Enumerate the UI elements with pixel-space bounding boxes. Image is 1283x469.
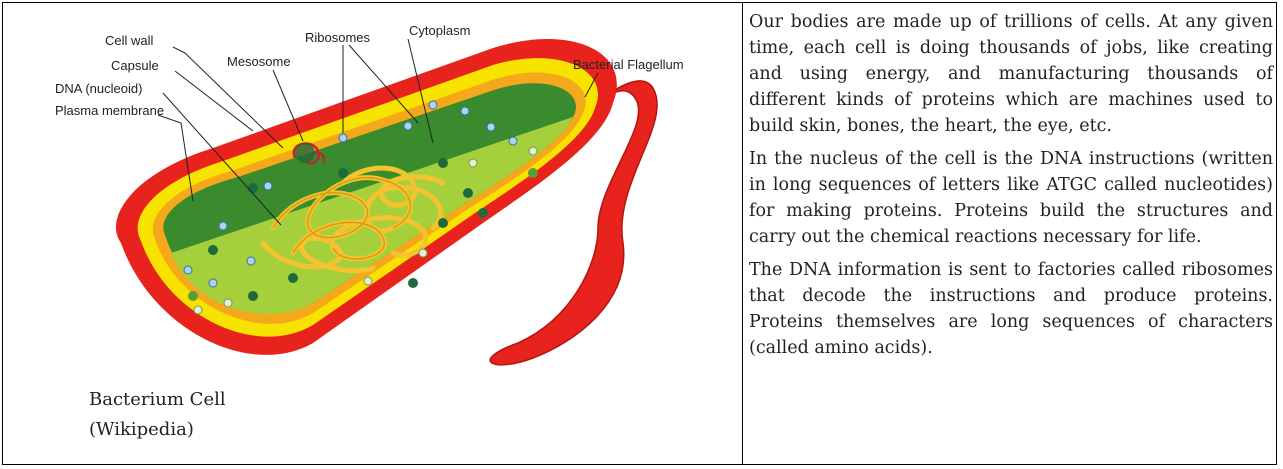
- paragraph-3: The DNA information is sent to factories…: [749, 257, 1273, 361]
- paragraph-2: In the nucleus of the cell is the DNA in…: [749, 146, 1273, 250]
- label-cytoplasm: Cytoplasm: [409, 23, 470, 38]
- caption-title: Bacterium Cell: [89, 385, 226, 415]
- description-text: Our bodies are made up of trillions of c…: [749, 9, 1273, 368]
- caption-source: (Wikipedia): [89, 415, 226, 445]
- label-capsule: Capsule: [111, 58, 159, 73]
- label-cell-wall: Cell wall: [105, 33, 154, 48]
- figure-caption: Bacterium Cell (Wikipedia): [89, 385, 226, 445]
- label-dna: DNA (nucleoid): [55, 81, 142, 96]
- label-mesosome: Mesosome: [227, 54, 291, 69]
- paragraph-1: Our bodies are made up of trillions of c…: [749, 9, 1273, 139]
- label-ribosomes: Ribosomes: [305, 30, 371, 45]
- label-flagellum: Bacterial Flagellum: [573, 57, 684, 72]
- bacterium-diagram: Cell wall Capsule DNA (nucleoid) Plasma …: [13, 13, 733, 383]
- label-plasma-membrane: Plasma membrane: [55, 103, 164, 118]
- column-divider: [742, 3, 743, 464]
